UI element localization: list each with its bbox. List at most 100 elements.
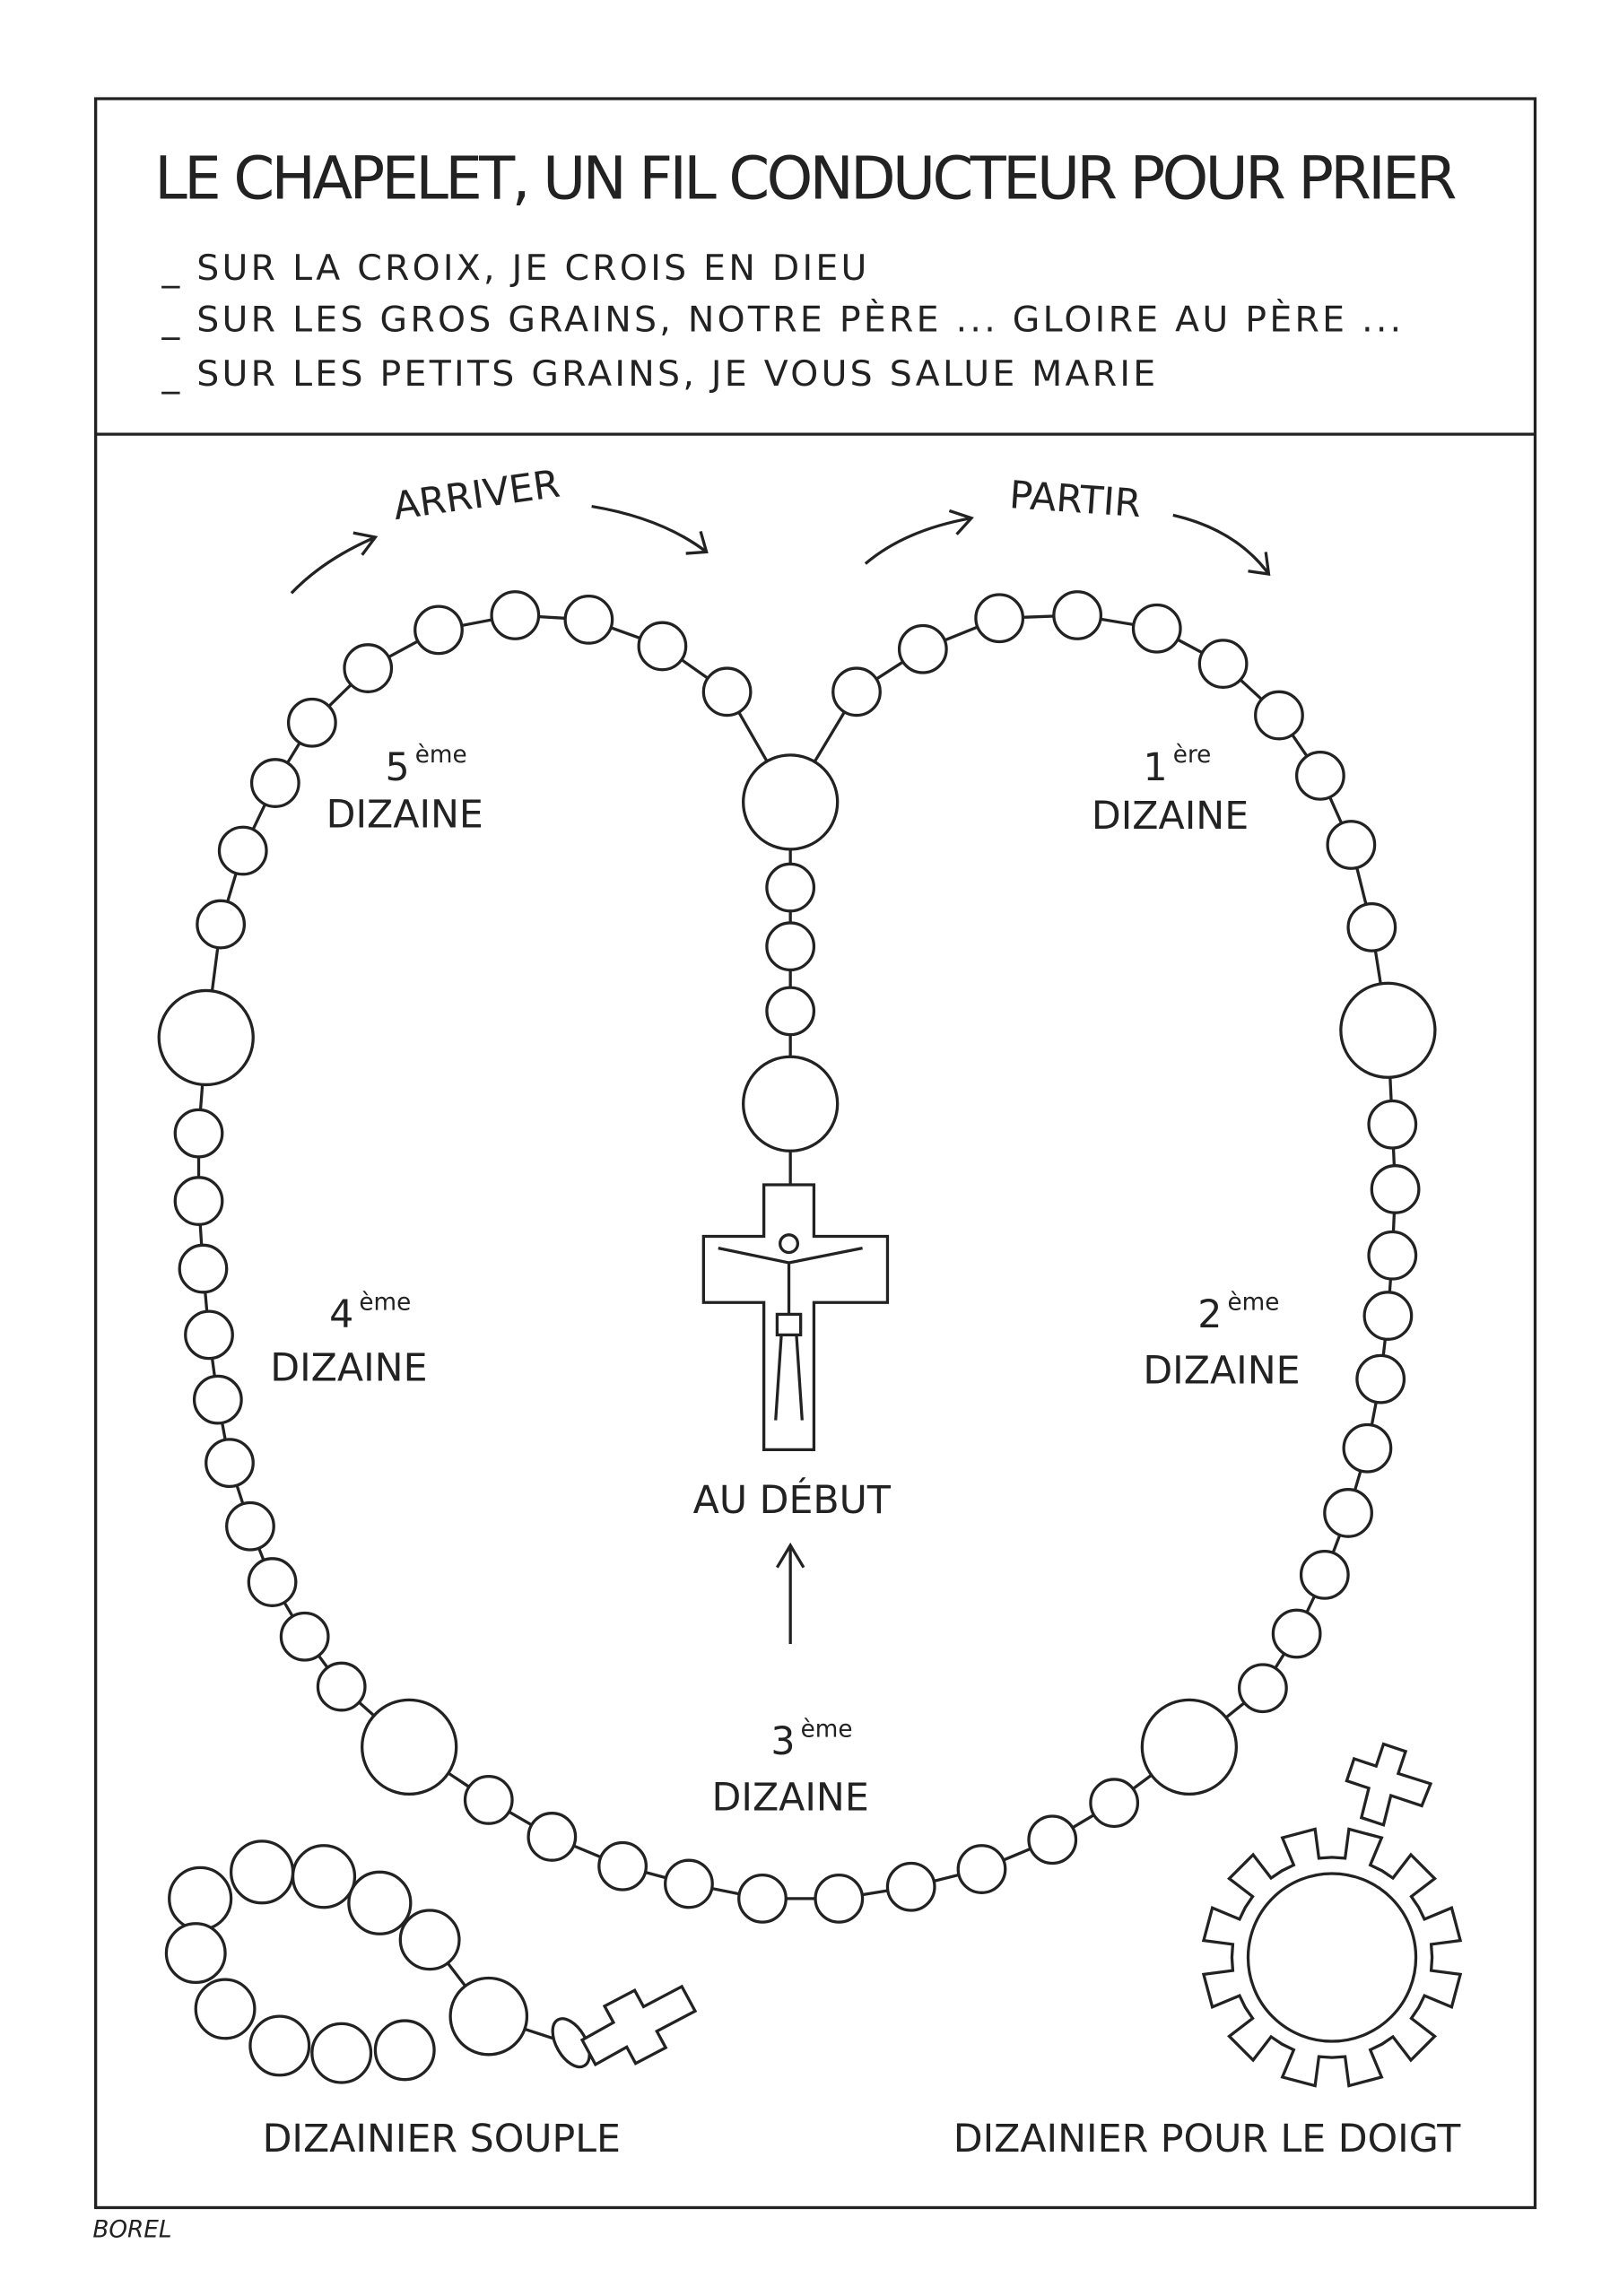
decade-3-label: 3 ème DIZAINE: [712, 1716, 869, 1820]
start-arrow: [775, 1542, 805, 1644]
small-bead: [1197, 639, 1249, 690]
decade-4-label: 4 ème DIZAINE: [270, 1289, 427, 1390]
ring-cross-icon: [1345, 1742, 1433, 1827]
decade-bead: [398, 1909, 461, 1971]
large-bead: [361, 1698, 458, 1796]
crucifix: [701, 1183, 890, 1452]
decade-bead: [229, 1839, 295, 1905]
small-cross-icon: [579, 1984, 698, 2067]
outer-frame: [94, 97, 1537, 2210]
small-bead: [247, 1557, 298, 1607]
decade-1-label: 1 ère DIZAINE: [1092, 742, 1249, 839]
svg-text:DIZAINE: DIZAINE: [1092, 794, 1249, 839]
svg-text:3: 3: [770, 1719, 795, 1764]
decade-bead: [373, 2019, 436, 2082]
small-bead: [1326, 820, 1377, 870]
decade-bead: [347, 1870, 413, 1935]
leave-label: PARTIR: [1008, 473, 1143, 526]
small-bead: [1367, 1230, 1418, 1281]
small-bead: [279, 1611, 330, 1662]
small-bead: [343, 643, 394, 693]
flexible-decade-rosary: [164, 1839, 698, 2084]
small-bead: [563, 595, 614, 645]
small-bead: [737, 1873, 788, 1924]
small-bead: [701, 666, 753, 718]
small-bead: [196, 899, 247, 950]
instruction-cross: _ SUR LA CROIX, JE CROIS EN DIEU: [161, 248, 870, 289]
small-bead: [885, 1861, 936, 1912]
small-bead: [205, 1438, 255, 1489]
instruction-large-beads: _ SUR LES GROS GRAINS, NOTRE PÈRE ... GL…: [161, 298, 1405, 340]
small-bead: [1367, 1099, 1418, 1150]
small-bead: [974, 593, 1025, 644]
small-bead: [831, 666, 882, 718]
finger-decade-ring: [1201, 1742, 1463, 2088]
small-bead: [490, 590, 541, 640]
decade-bead: [291, 1844, 357, 1909]
finger-decade-label: DIZAINIER POUR LE DOIGT: [953, 2117, 1462, 2161]
svg-text:DIZAINE: DIZAINE: [270, 1345, 427, 1390]
small-bead: [286, 697, 337, 748]
small-bead: [1294, 750, 1345, 801]
small-bead: [814, 1873, 865, 1924]
small-bead: [527, 1812, 578, 1862]
small-bead: [1355, 1353, 1406, 1405]
small-bead: [1089, 1778, 1140, 1829]
decade-2-label: 2 ème DIZAINE: [1143, 1289, 1300, 1393]
small-bead: [1271, 1608, 1322, 1659]
small-bead: [192, 1374, 243, 1425]
small-bead: [1346, 901, 1397, 952]
small-bead: [217, 825, 268, 876]
small-bead: [1052, 590, 1103, 640]
instruction-small-beads: _ SUR LES PETITS GRAINS, JE VOUS SALUE M…: [161, 353, 1159, 395]
small-bead: [637, 621, 688, 672]
small-bead: [413, 604, 464, 656]
svg-text:ème: ème: [801, 1716, 853, 1743]
small-bead: [597, 1840, 648, 1892]
decade-bead: [164, 1922, 227, 1985]
small-bead: [249, 758, 300, 808]
decade-bead: [448, 1976, 529, 2057]
small-bead: [1254, 690, 1304, 741]
small-bead: [316, 1661, 367, 1712]
svg-text:2: 2: [1197, 1292, 1222, 1337]
start-label: AU DÉBUT: [693, 1477, 892, 1523]
small-bead: [1238, 1663, 1288, 1714]
svg-text:4: 4: [329, 1292, 353, 1337]
svg-text:ème: ème: [359, 1289, 411, 1316]
flexible-decade-label: DIZAINIER SOUPLE: [263, 2117, 621, 2161]
rosary-beads: [157, 590, 1437, 1924]
large-bead: [157, 988, 255, 1087]
decade-5-label: 5 ème DIZAINE: [326, 742, 483, 837]
small-bead: [173, 1108, 224, 1159]
svg-text:5: 5: [385, 745, 409, 790]
small-bead: [897, 623, 948, 674]
small-bead: [1299, 1549, 1350, 1600]
decade-bead: [310, 2022, 373, 2084]
small-bead: [463, 1775, 514, 1825]
artist-signature: BOREL: [92, 2216, 171, 2243]
arrive-arrow: [290, 504, 709, 595]
small-bead: [765, 986, 816, 1037]
page-title: LE CHAPELET, UN FIL CONDUCTEUR POUR PRIE…: [154, 145, 1457, 213]
svg-text:ème: ème: [415, 742, 467, 769]
small-bead: [1027, 1814, 1078, 1866]
small-bead: [1370, 1164, 1421, 1214]
decade-bead: [168, 1866, 233, 1931]
small-bead: [1323, 1488, 1373, 1538]
large-bead: [1140, 1698, 1239, 1796]
svg-text:1: 1: [1144, 745, 1168, 790]
leave-arrow: [864, 509, 1271, 576]
small-bead: [765, 862, 816, 913]
small-bead: [173, 1176, 224, 1226]
large-bead: [1339, 981, 1437, 1079]
svg-text:DIZAINE: DIZAINE: [712, 1775, 869, 1820]
small-bead: [184, 1309, 234, 1361]
small-bead: [1362, 1291, 1414, 1341]
small-bead: [178, 1243, 229, 1294]
small-bead: [956, 1844, 1007, 1894]
svg-text:ère: ère: [1173, 742, 1212, 769]
small-bead: [1131, 603, 1182, 654]
small-bead: [225, 1500, 275, 1552]
